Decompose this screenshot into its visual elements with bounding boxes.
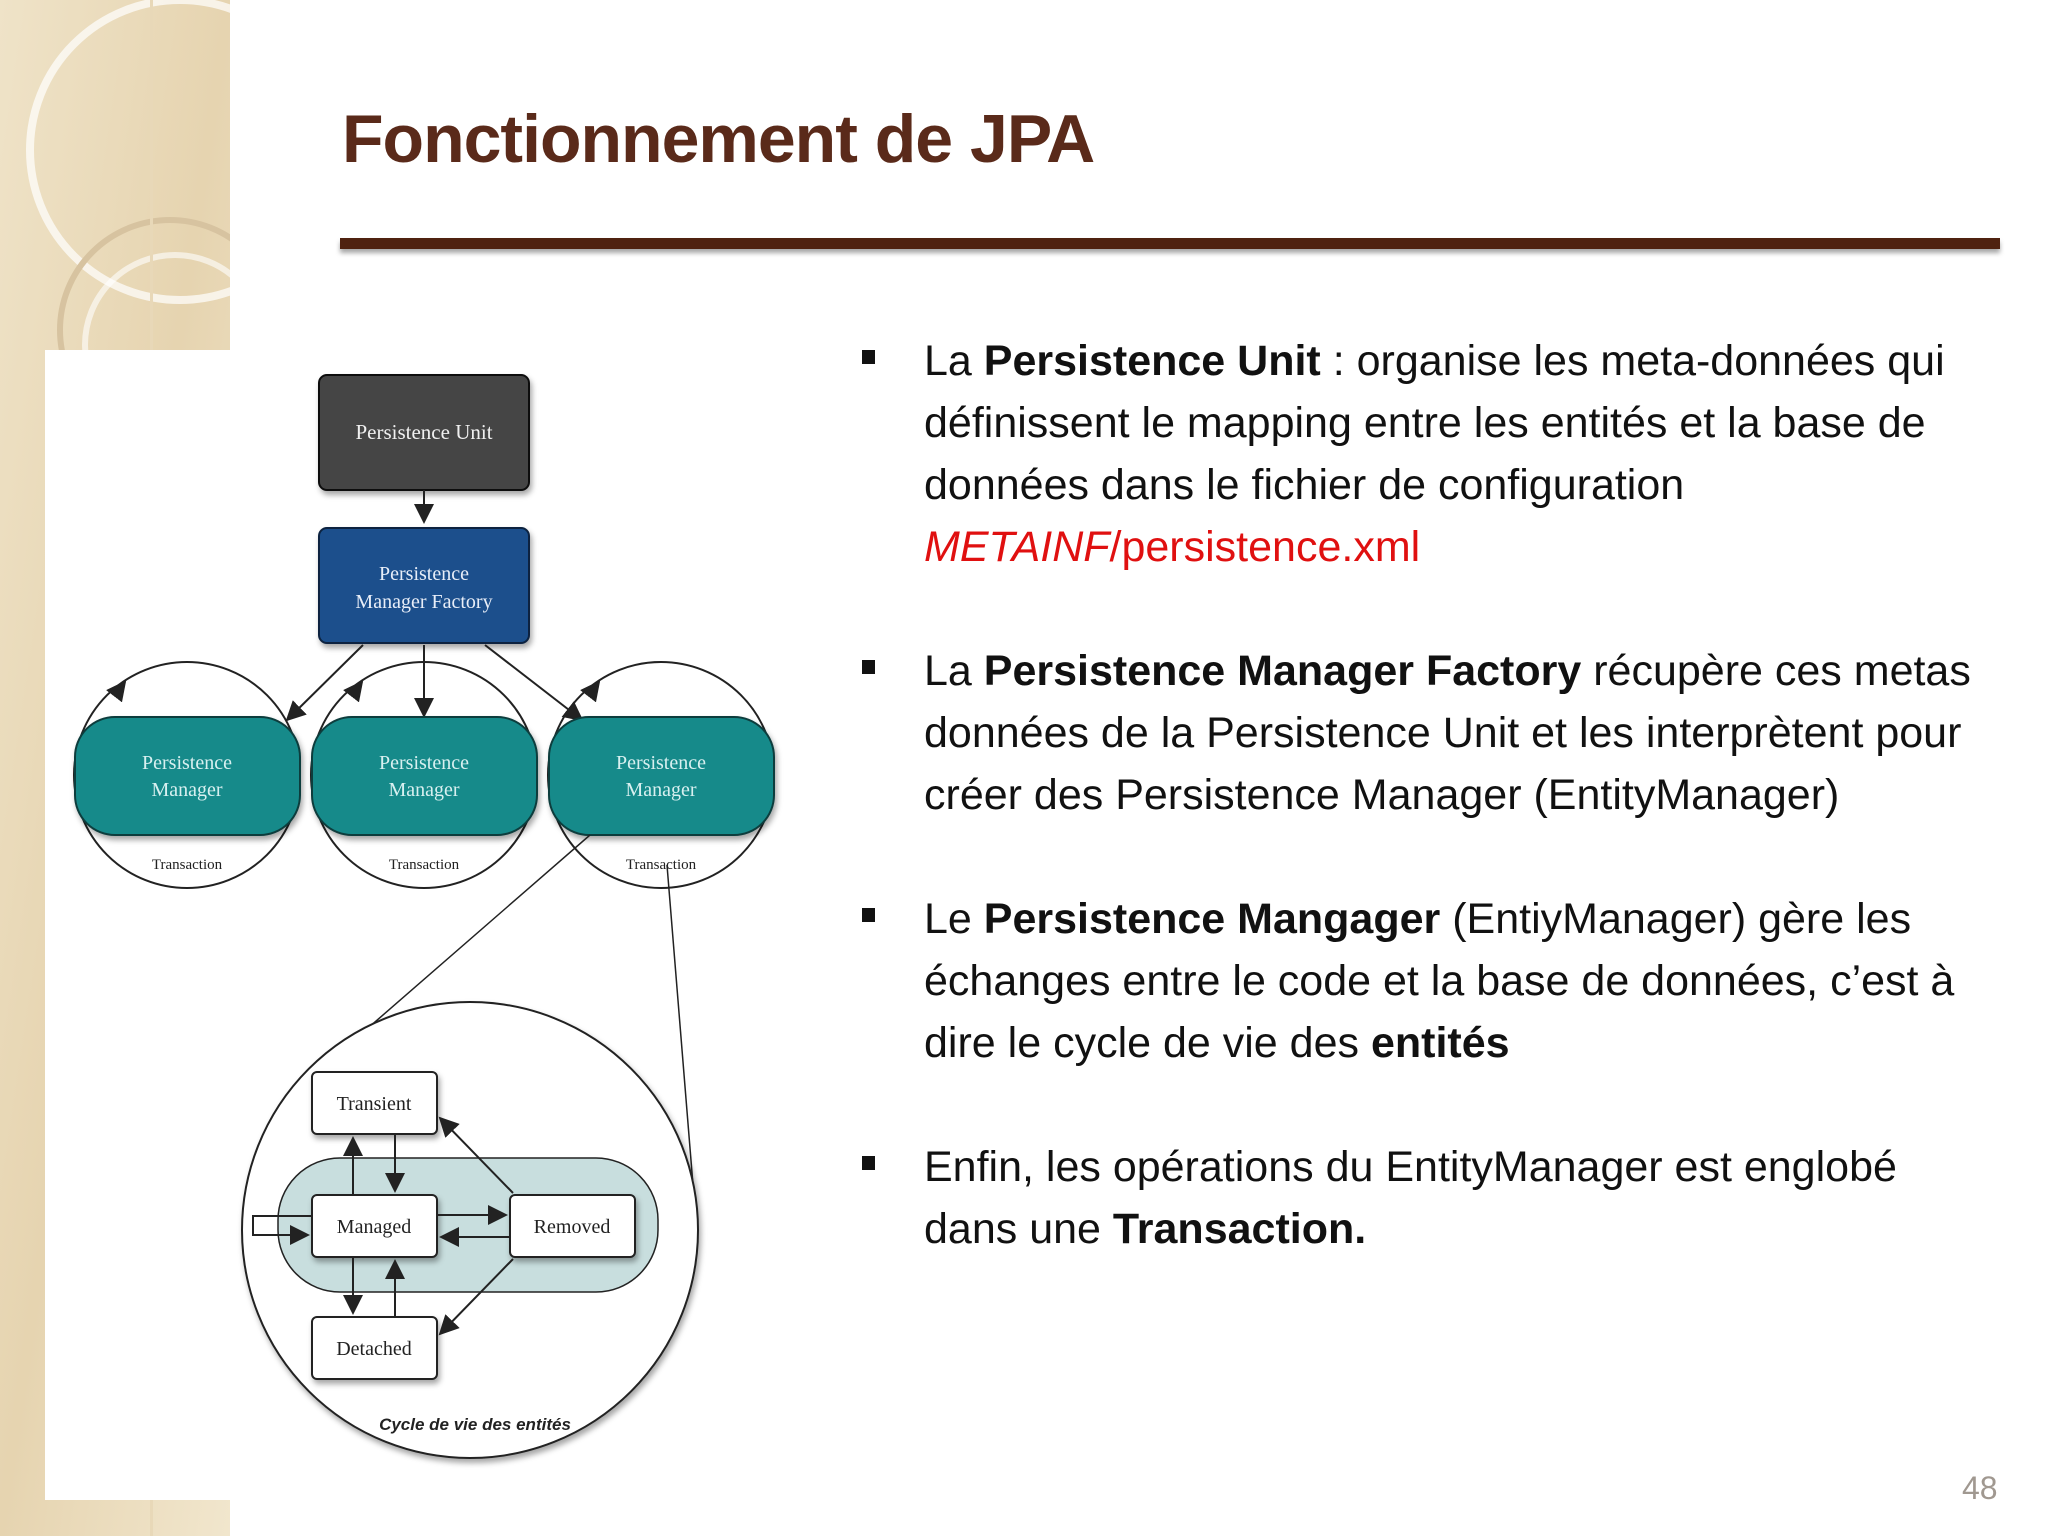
bullet-list: La Persistence Unit : organise les meta-… xyxy=(862,330,1972,1322)
page-number: 48 xyxy=(1962,1470,1998,1506)
transient-state-node xyxy=(311,1071,438,1135)
removed-label: Removed xyxy=(534,1216,611,1238)
managed-zone xyxy=(277,1157,659,1293)
bullet-persistence-manager-factory: La Persistence Manager Factory récupère … xyxy=(862,640,1972,826)
bullet-1-text: : organise les meta-données qui définiss… xyxy=(924,337,1945,509)
persistence-manager-node-2: Persistence Manager Transaction xyxy=(310,661,538,889)
title-divider xyxy=(340,238,2000,249)
bullet-1-prefix: La xyxy=(924,337,984,385)
manager-2-line1: Persistence xyxy=(379,752,469,774)
bullet-2-text: récupère ces metas données de la Persist… xyxy=(924,647,1971,819)
path-italic-part: METAINF xyxy=(924,523,1110,571)
path-rest-part: /persistence.xml xyxy=(1109,523,1421,571)
bullet-3-text: (EntiyManager) gère les échanges entre l… xyxy=(924,895,1955,1067)
transaction-label-1: Transaction xyxy=(152,857,223,873)
transaction-label-2: Transaction xyxy=(389,857,460,873)
manager-1-line1: Persistence xyxy=(142,752,232,774)
transaction-label-3: Transaction xyxy=(626,857,697,873)
manager-3-line2: Manager xyxy=(625,779,696,801)
bullet-4-end-term: Transaction. xyxy=(1112,1205,1367,1253)
bullet-persistence-manager: Le Persistence Mangager (EntiyManager) g… xyxy=(862,888,1972,1074)
managed-state-node xyxy=(311,1194,438,1258)
arrow-removed-to-transient xyxy=(438,1116,514,1194)
bullet-square-icon xyxy=(862,1156,875,1170)
bullet-3-end-term: entités xyxy=(1370,1019,1510,1067)
persistence-manager-node-1: Persistence Manager Transaction xyxy=(73,661,301,889)
managed-label: Managed xyxy=(337,1216,411,1238)
persistence-manager-node-3: Persistence Manager Transaction xyxy=(547,661,775,889)
transient-label: Transient xyxy=(337,1093,412,1115)
bullet-1-term: Persistence Unit xyxy=(983,337,1321,385)
factory-label-line2: Manager Factory xyxy=(355,591,492,613)
bullet-2-term: Persistence Manager Factory xyxy=(983,647,1582,695)
arrow-managed-self-loop xyxy=(252,1215,312,1245)
manager-2-line2: Manager xyxy=(388,779,459,801)
entity-lifecycle-circle: Transient Managed Removed Detached Cycle… xyxy=(241,1001,699,1459)
persistence-unit-label: Persistence Unit xyxy=(355,420,492,444)
arrow-factory-to-manager-1 xyxy=(285,644,364,722)
bullet-3-prefix: Le xyxy=(924,895,984,943)
arrow-factory-to-manager-3 xyxy=(484,644,584,722)
jpa-architecture-diagram: Persistence Unit Persistence Manager Fac… xyxy=(73,374,775,1459)
persistence-manager-factory-node: Persistence Manager Factory xyxy=(318,527,530,644)
detached-label: Detached xyxy=(336,1338,412,1360)
bullet-3-term: Persistence Mangager xyxy=(983,895,1441,943)
persistence-unit-node: Persistence Unit xyxy=(318,374,530,491)
manager-3-line1: Persistence xyxy=(616,752,706,774)
zoom-line-left xyxy=(359,834,591,1036)
detached-state-node xyxy=(311,1316,438,1380)
bullet-square-icon xyxy=(862,350,875,364)
removed-state-node xyxy=(509,1194,636,1258)
bullet-transaction: Enfin, les opérations du EntityManager e… xyxy=(862,1136,1972,1260)
bullet-square-icon xyxy=(862,908,875,922)
arrow-removed-to-detached xyxy=(438,1258,514,1336)
persistence-xml-path: METAINF/persistence.xml xyxy=(924,523,1420,571)
bullet-square-icon xyxy=(862,660,875,674)
manager-1-line2: Manager xyxy=(151,779,222,801)
bullet-persistence-unit: La Persistence Unit : organise les meta-… xyxy=(862,330,1972,578)
bullet-2-prefix: La xyxy=(924,647,984,695)
bullet-4-text: Enfin, les opérations du EntityManager e… xyxy=(924,1143,1897,1253)
factory-label-line1: Persistence xyxy=(379,563,469,585)
slide-title: Fonctionnement de JPA xyxy=(342,101,1095,177)
lifecycle-caption: Cycle de vie des entités xyxy=(379,1415,571,1434)
zoom-line-right xyxy=(666,864,694,1186)
